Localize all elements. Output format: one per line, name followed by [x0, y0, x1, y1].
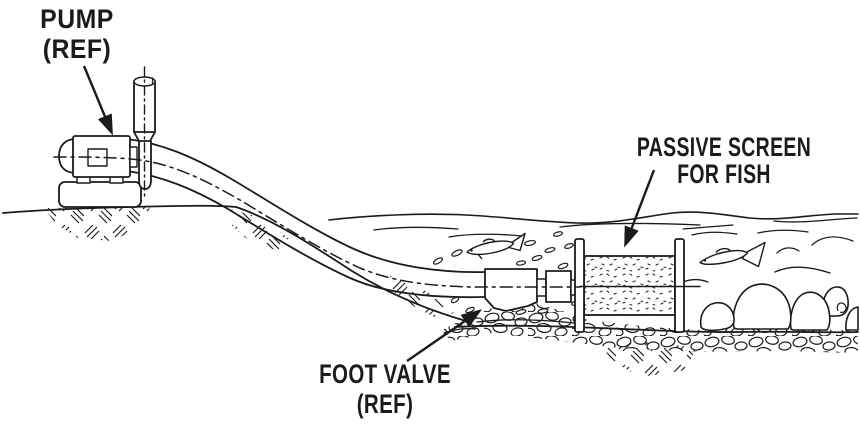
streambed-gravel — [440, 302, 859, 353]
pump-leader-arrow — [82, 65, 113, 136]
fish-screen — [574, 238, 685, 333]
leader-arrows — [82, 65, 656, 362]
pipe-centerline — [53, 156, 581, 288]
bank-lines — [2, 204, 467, 322]
motor-end-cap — [58, 138, 75, 174]
foot-valve — [484, 268, 578, 312]
pump-label-line2: (REF) — [42, 34, 112, 64]
centerlines — [53, 66, 701, 288]
screen-leader-arrow — [624, 169, 656, 248]
bank-slope-line — [235, 206, 467, 322]
passive-screen-label: PASSIVE SCREEN FOR FISH — [630, 134, 817, 188]
pump-label: PUMP (REF) — [0, 4, 160, 64]
passive-screen-label-line2: FOR FISH — [677, 159, 771, 189]
ground-line-left — [2, 204, 237, 214]
passive-screen-label-line1: PASSIVE SCREEN — [636, 132, 812, 162]
streambed-line — [454, 324, 859, 334]
foot-valve-label-line2: (REF) — [356, 389, 414, 419]
pump — [58, 76, 156, 208]
pump-base — [58, 181, 142, 208]
fish-icon — [466, 232, 526, 260]
boulders — [699, 283, 859, 332]
suction-pipe — [126, 138, 487, 299]
foot-valve-label-line1: FOOT VALVE — [319, 359, 451, 389]
pump-label-line1: PUMP — [40, 4, 114, 34]
foot-valve-label: FOOT VALVE (REF) — [301, 359, 468, 419]
water-surface — [328, 211, 859, 284]
screen-post — [674, 238, 685, 333]
screen-post — [574, 238, 585, 333]
foot-valve-leader-arrow — [406, 309, 483, 362]
fish-icon — [699, 241, 766, 268]
discharge-flange — [129, 146, 138, 168]
